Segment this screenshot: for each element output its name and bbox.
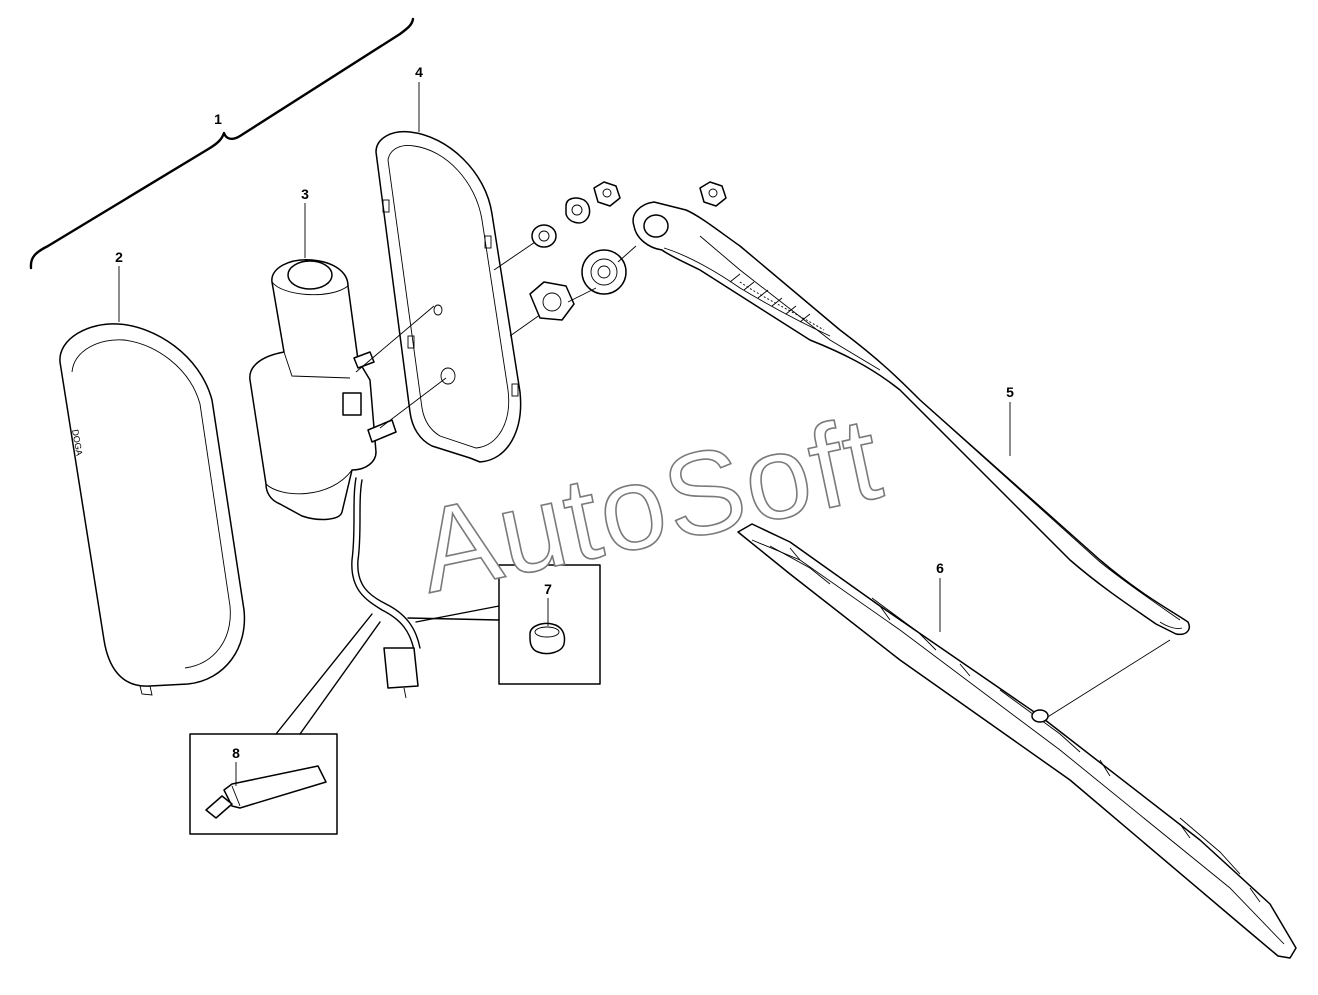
wiper-blade [737, 523, 1297, 959]
wiper-arm [632, 201, 1190, 719]
callout-2: 2 [115, 249, 123, 265]
callout-6: 6 [936, 560, 944, 576]
callout-7: 7 [544, 581, 552, 597]
callout-5: 5 [1006, 384, 1014, 400]
callout-1: 1 [214, 111, 222, 127]
grommet-detail-box [407, 564, 601, 685]
callouts: 1 2 3 4 5 6 7 8 [115, 64, 1014, 761]
grease-tube-detail-box [189, 613, 381, 835]
callout-3: 3 [301, 186, 309, 202]
leader-lines [118, 82, 1011, 786]
mounting-plate [355, 130, 545, 463]
callout-4: 4 [415, 64, 423, 80]
assembly-bracket [29, 17, 415, 270]
wiper-motor [249, 259, 421, 699]
motor-cover: DOGA [59, 323, 246, 696]
cover-brand-text: DOGA [70, 429, 84, 457]
callout-8: 8 [232, 745, 240, 761]
fastener-set [529, 181, 727, 321]
